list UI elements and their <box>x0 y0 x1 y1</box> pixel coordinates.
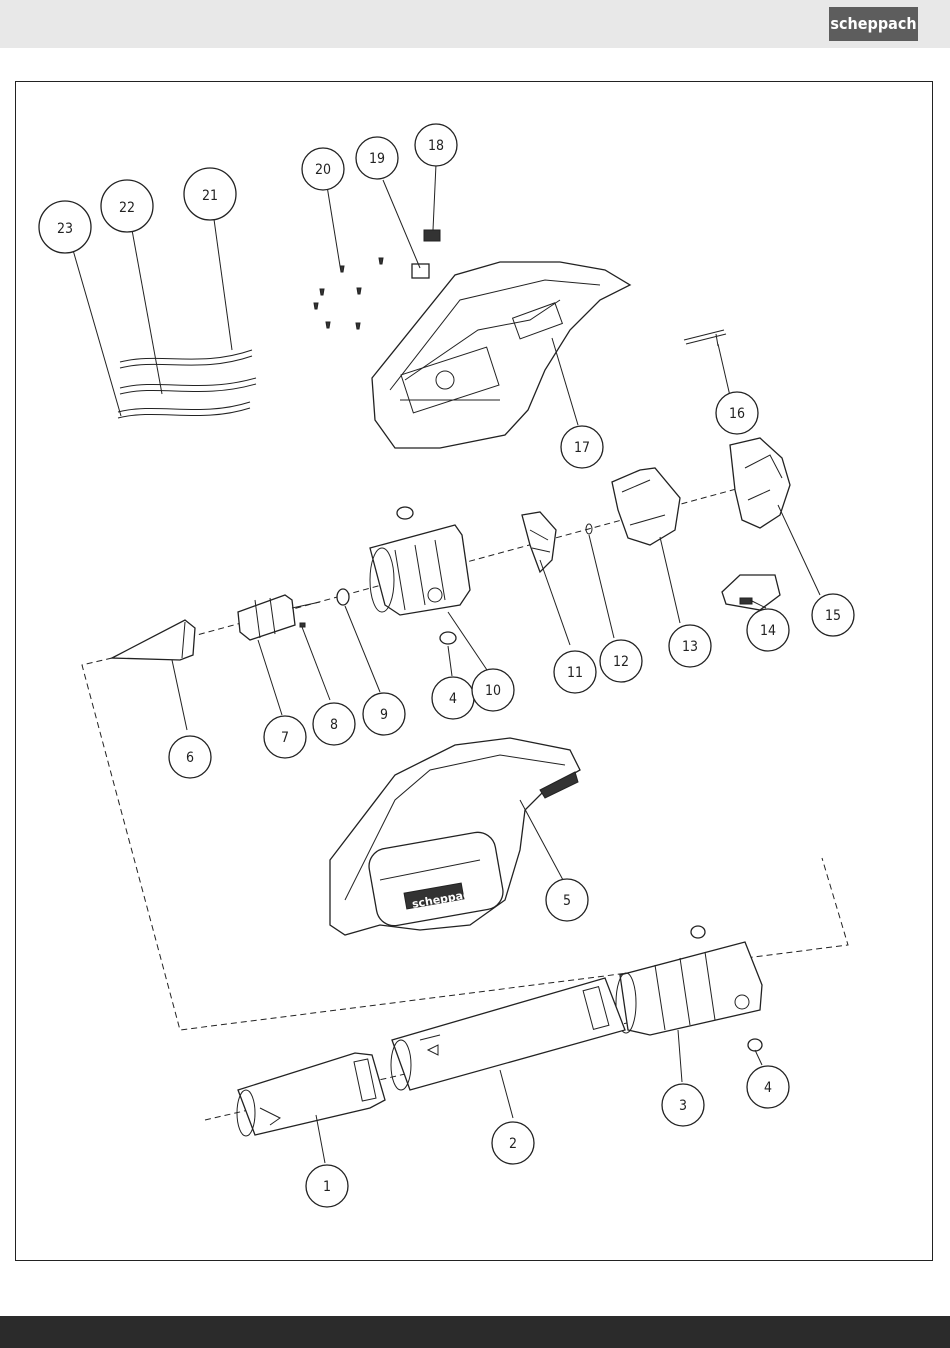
fan <box>522 512 556 572</box>
rubber-foot-4b <box>748 1039 762 1051</box>
svg-text:9: 9 <box>380 707 388 723</box>
svg-text:4: 4 <box>449 691 457 707</box>
svg-text:20: 20 <box>315 162 331 178</box>
handle-segment <box>612 468 680 545</box>
svg-text:16: 16 <box>729 406 745 422</box>
rubber-foot-top-3 <box>691 926 705 938</box>
callout-4-lower: 4 <box>747 1066 789 1108</box>
switch-part <box>412 264 429 278</box>
svg-text:4: 4 <box>764 1080 772 1096</box>
button-part <box>424 230 440 241</box>
contact-block <box>722 575 780 610</box>
pin-part <box>684 330 726 346</box>
callout-10: 10 <box>472 669 514 711</box>
svg-text:22: 22 <box>119 200 135 216</box>
front-nozzle <box>237 1053 385 1136</box>
callout-13: 13 <box>669 625 711 667</box>
svg-text:1: 1 <box>323 1179 331 1195</box>
svg-text:14: 14 <box>760 623 776 639</box>
svg-text:7: 7 <box>281 730 289 746</box>
callout-6: 6 <box>169 736 211 778</box>
motor-housing <box>370 525 470 615</box>
svg-text:17: 17 <box>574 440 590 456</box>
housing-half <box>372 262 630 448</box>
svg-text:13: 13 <box>682 639 698 655</box>
svg-text:2: 2 <box>509 1136 517 1152</box>
callout-14: 14 <box>747 609 789 651</box>
svg-text:10: 10 <box>485 683 501 699</box>
nose-cone <box>112 620 195 660</box>
callout-23: 23 <box>39 201 91 253</box>
end-cap <box>730 438 790 528</box>
callout-3: 3 <box>662 1084 704 1126</box>
callout-1: 1 <box>306 1165 348 1207</box>
callout-5: 5 <box>546 879 588 921</box>
callout-9: 9 <box>363 693 405 735</box>
bearing <box>337 589 349 605</box>
svg-text:11: 11 <box>567 665 583 681</box>
footer-bar <box>0 1316 950 1348</box>
cable-parts <box>118 350 256 418</box>
svg-text:19: 19 <box>369 151 385 167</box>
svg-text:18: 18 <box>428 138 444 154</box>
svg-text:12: 12 <box>613 654 629 670</box>
svg-text:5: 5 <box>563 893 571 909</box>
callout-8: 8 <box>313 703 355 745</box>
callout-21: 21 <box>184 168 236 220</box>
spring-part <box>300 623 305 627</box>
middle-tube <box>391 978 625 1090</box>
callout-19: 19 <box>356 137 398 179</box>
svg-text:21: 21 <box>202 188 218 204</box>
main-housing: scheppach <box>330 738 580 935</box>
callout-17: 17 <box>561 426 603 468</box>
rubber-foot-4a <box>440 632 456 644</box>
svg-text:8: 8 <box>330 717 338 733</box>
callout-4-upper: 4 <box>432 677 474 719</box>
callout-20: 20 <box>302 148 344 190</box>
callout-16: 16 <box>716 392 758 434</box>
rubber-foot-top <box>397 507 413 519</box>
callout-7: 7 <box>264 716 306 758</box>
callout-18: 18 <box>415 124 457 166</box>
callout-22: 22 <box>101 180 153 232</box>
callout-11: 11 <box>554 651 596 693</box>
callout-12: 12 <box>600 640 642 682</box>
screws <box>314 258 383 329</box>
svg-text:3: 3 <box>679 1098 687 1114</box>
electric-motor <box>238 595 320 640</box>
rear-tube-housing <box>616 942 762 1035</box>
svg-text:23: 23 <box>57 221 73 237</box>
svg-text:15: 15 <box>825 608 841 624</box>
callout-15: 15 <box>812 594 854 636</box>
callout-2: 2 <box>492 1122 534 1164</box>
svg-text:6: 6 <box>186 750 194 766</box>
